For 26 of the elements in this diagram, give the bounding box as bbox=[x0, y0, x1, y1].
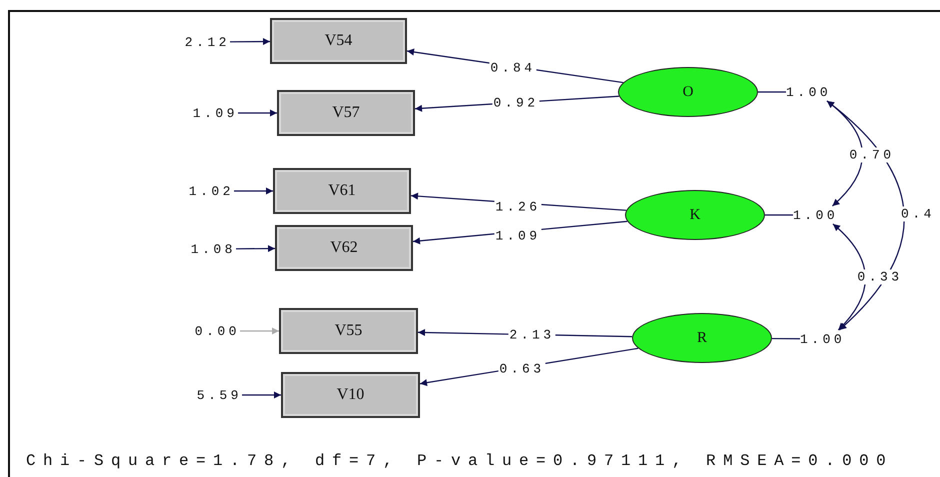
arrow bbox=[234, 188, 273, 194]
error-variance-value: 1.09 bbox=[184, 104, 238, 122]
observed-variable-box: V61 bbox=[273, 168, 411, 214]
observed-variable-box: V54 bbox=[270, 18, 407, 64]
error-variance-value: 1.08 bbox=[182, 240, 236, 258]
error-variance-value: 5.59 bbox=[188, 386, 242, 404]
observed-variable-box: V62 bbox=[275, 225, 413, 271]
observed-variable-box: V10 bbox=[281, 372, 420, 418]
error-variance-value: 0.00 bbox=[186, 322, 240, 340]
latent-variable-ellipse: K bbox=[625, 190, 765, 240]
variance-value: 1.00 bbox=[793, 206, 851, 224]
observed-variable-box: V57 bbox=[277, 90, 415, 136]
arrow bbox=[230, 38, 270, 46]
variance-value: 1.00 bbox=[786, 83, 844, 101]
error-variance-value: 1.02 bbox=[180, 182, 234, 200]
latent-variable-ellipse: R bbox=[632, 313, 772, 363]
arrow bbox=[238, 110, 277, 116]
variance-value: 1.00 bbox=[800, 330, 858, 348]
fit-statistics-caption: Chi-Square=1.78, df=7, P-value=0.97111, RMSEA=0.000 bbox=[26, 452, 894, 470]
arrow bbox=[242, 392, 281, 398]
arrow bbox=[832, 224, 866, 330]
observed-variable-box: V55 bbox=[279, 308, 418, 354]
arrow bbox=[240, 328, 279, 334]
arrow bbox=[236, 245, 275, 252]
error-variance-value: 2.12 bbox=[176, 33, 230, 51]
latent-variable-ellipse: O bbox=[618, 67, 758, 117]
